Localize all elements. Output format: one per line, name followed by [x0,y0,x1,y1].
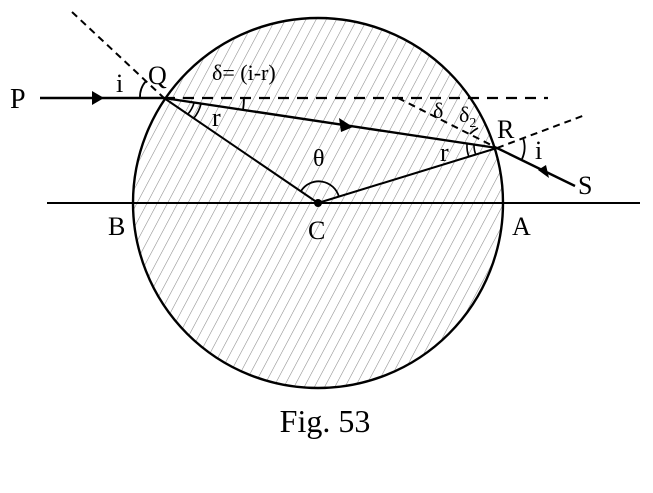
label-angle-i-right: i [535,136,542,165]
normal-at-q [71,11,165,99]
label-p: P [10,84,26,115]
label-b: B [108,212,125,241]
label-q: Q [148,61,167,90]
normal-at-r [496,114,586,149]
emergent-ray-arrow [538,165,549,178]
angle-arc-i-right [521,137,526,160]
angle-arc-theta [300,180,340,198]
label-r: R [497,115,515,144]
label-delta: δ [433,98,443,123]
label-delta2-subscript: 2 [469,116,476,131]
radius-cq [163,97,319,204]
refracted-ray [163,96,498,150]
angle-arc-r-left-inner [193,103,202,119]
refracted-ray-extension [397,97,498,149]
label-s: S [578,171,592,200]
figure-caption: Fig. 53 [280,403,371,439]
refracted-ray-arrow [339,118,353,132]
angle-arc-r-right-inner [473,144,477,156]
label-angle-i-left: i [116,69,123,98]
angle-arc-r-right [466,143,470,158]
label-delta2: δ2 [459,102,476,131]
radius-cr [317,147,498,204]
angle-arc-r-left [187,102,195,115]
angle-arc-i-left [139,80,147,99]
center-point [314,199,322,207]
label-angle-theta: θ [313,146,325,172]
label-c: C [308,216,325,245]
label-deviation: δ= (i-r) [212,60,276,85]
angle-arc-delta2 [469,127,479,135]
label-angle-r-left: r [212,103,221,132]
label-a: A [512,212,531,241]
label-delta2-symbol: δ [459,102,469,127]
emergent-ray [496,146,576,188]
label-angle-r-right: r [440,138,449,167]
incident-ray-arrow [92,91,104,105]
angle-arc-deviation [242,97,245,111]
